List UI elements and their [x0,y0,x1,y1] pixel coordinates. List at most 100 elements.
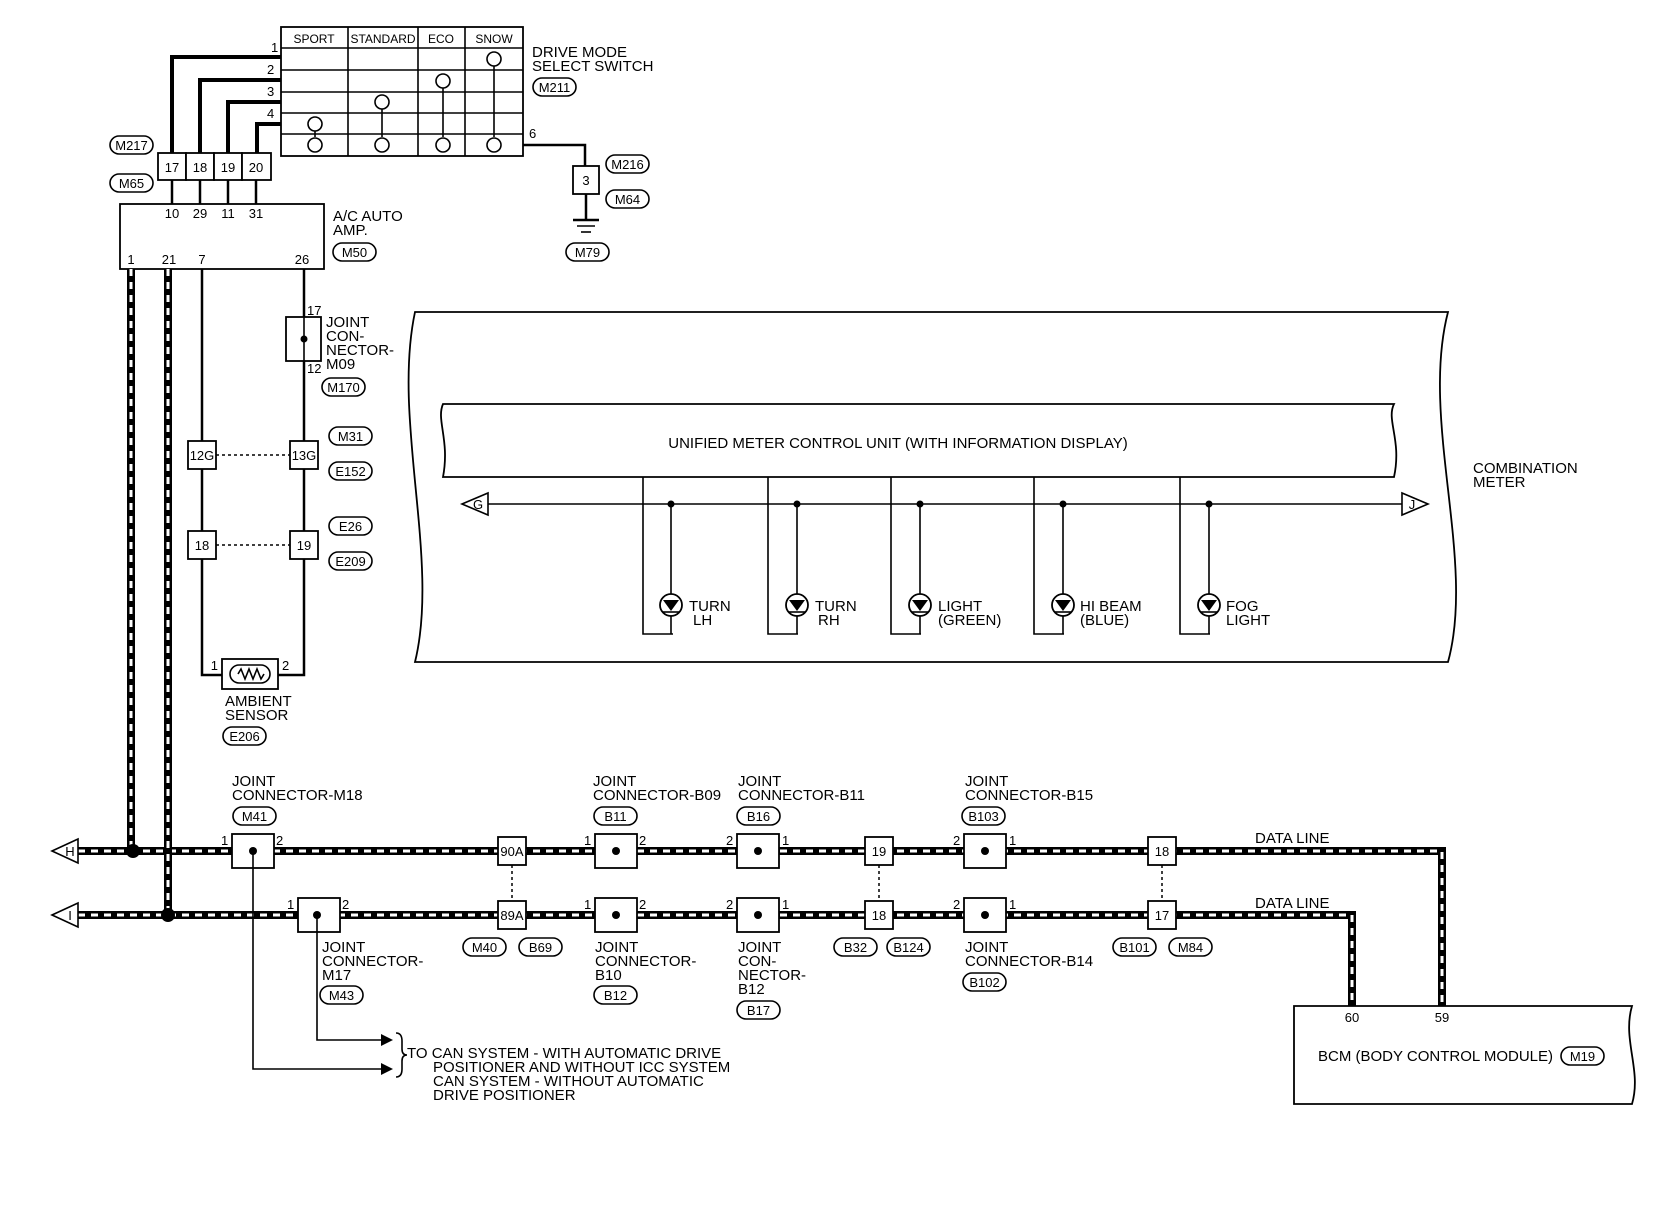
svg-text:2: 2 [726,833,733,848]
joint-connector-m17: 1 2 JOINT CONNECTOR- M17 M43 [287,897,423,1005]
svg-text:2: 2 [276,833,283,848]
connector-badge-m50 [332,242,377,262]
switch-pin-1: 1 [271,40,278,55]
svg-text:TURN: TURN [689,598,731,615]
svg-text:10: 10 [165,206,179,221]
connector-badge-m31 [328,426,373,446]
svg-text:(BLUE): (BLUE) [1080,612,1129,629]
connector-badge-m170 [321,377,366,397]
svg-text:CONNECTOR-B15: CONNECTOR-B15 [965,787,1093,804]
svg-text:19: 19 [221,160,235,175]
svg-text:B10: B10 [595,967,622,984]
svg-text:E206: E206 [229,729,259,744]
svg-text:31: 31 [249,206,263,221]
svg-text:2: 2 [953,833,960,848]
svg-text:UNIFIED METER CONTROL UNIT (WI: UNIFIED METER CONTROL UNIT (WITH INFORMA… [668,435,1127,452]
brace-icon [395,1032,408,1078]
connector-badge-b69 [518,937,563,957]
arrow-i-icon [50,901,79,929]
svg-text:17: 17 [1155,908,1169,923]
svg-text:1: 1 [782,897,789,912]
svg-text:M217: M217 [115,138,148,153]
svg-text:59: 59 [1435,1010,1449,1025]
svg-text:1: 1 [127,252,134,267]
svg-text:LIGHT: LIGHT [938,598,982,615]
connector-badge-b17 [736,1000,781,1020]
svg-text:RH: RH [818,612,840,629]
ground-connector: 3 M216 M64 M79 [565,154,650,262]
svg-text:B32: B32 [844,940,867,955]
svg-text:M40: M40 [472,940,497,955]
switch-harness-wires [170,55,587,166]
svg-text:B12: B12 [738,981,765,998]
ac-auto-amp: 10 29 11 31 1 21 7 26 A/C AUTO AMP. M50 [119,203,403,270]
svg-text:DRIVE POSITIONER: DRIVE POSITIONER [433,1087,576,1104]
svg-text:AMP.: AMP. [333,222,368,239]
switch-pin-3: 3 [267,84,274,99]
svg-text:18: 18 [193,160,207,175]
svg-text:B16: B16 [747,809,770,824]
connector-badge-m79 [565,242,610,262]
svg-text:1: 1 [1009,897,1016,912]
ambient-sensor [221,658,279,690]
switch-col-standard: STANDARD [350,32,415,46]
lamp-turn-rh: TURN RH [767,477,857,635]
svg-text:NECTOR-: NECTOR- [326,342,394,359]
inline-13g [289,440,319,470]
lamp-hi-beam-blue: HI BEAM (BLUE) [1033,477,1142,635]
svg-text:NECTOR-: NECTOR- [738,967,806,984]
svg-text:18: 18 [1155,844,1169,859]
svg-text:1: 1 [584,897,591,912]
arrow-h-icon [50,837,79,865]
svg-text:26: 26 [295,252,309,267]
svg-text:CONNECTOR-B14: CONNECTOR-B14 [965,953,1093,970]
svg-text:JOINT: JOINT [232,773,275,790]
switch-title-line1: DRIVE MODE [532,44,627,61]
svg-text:H: H [65,844,74,859]
svg-text:29: 29 [193,206,207,221]
joint-connector-b09: 1 2 JOINT CONNECTOR-B09 B11 [584,773,721,869]
switch-pin-2: 2 [267,62,274,77]
svg-text:2: 2 [726,897,733,912]
inline-18 [187,530,217,560]
arrow-j-icon [1401,491,1431,517]
svg-text:18: 18 [872,908,886,923]
svg-text:JOINT: JOINT [595,939,638,956]
svg-text:TO CAN SYSTEM - WITH AUTOMATIC: TO CAN SYSTEM - WITH AUTOMATIC DRIVE [407,1045,721,1062]
joint-connector-m18: 1 2 JOINT CONNECTOR-M18 M41 [221,773,363,869]
connector-badge-e152 [328,461,373,481]
svg-text:60: 60 [1345,1010,1359,1025]
svg-text:B11: B11 [604,809,626,824]
connector-badge-b32 [833,937,878,957]
svg-text:E26: E26 [339,519,362,534]
harness-connector-m217: 17 18 19 20 M217 M65 [109,135,272,193]
svg-text:M31: M31 [338,429,363,444]
svg-text:A/C AUTO: A/C AUTO [333,208,403,225]
switch-pin-4: 4 [267,106,274,121]
combination-meter: UNIFIED METER CONTROL UNIT (WITH INFORMA… [407,311,1578,663]
svg-text:7: 7 [198,252,205,267]
svg-text:JOINT: JOINT [593,773,636,790]
connector-badge-m19 [1560,1046,1605,1066]
drive-mode-select-switch: SPORT STANDARD ECO SNOW 1 2 3 4 6 DRIVE … [267,26,653,157]
svg-text:CAN SYSTEM - WITHOUT AUTOMATIC: CAN SYSTEM - WITHOUT AUTOMATIC [433,1073,704,1090]
switch-title-line2: SELECT SWITCH [532,58,653,75]
svg-text:2: 2 [342,897,349,912]
svg-text:B17: B17 [747,1003,770,1018]
svg-text:M09: M09 [326,356,355,373]
svg-text:B102: B102 [969,975,999,990]
svg-text:POSITIONER AND WITHOUT ICC SYS: POSITIONER AND WITHOUT ICC SYSTEM [433,1059,730,1076]
svg-text:90A: 90A [500,844,523,859]
lamp-fog-light: FOG LIGHT [1179,477,1270,635]
svg-text:M64: M64 [615,192,640,207]
joint-connector-b11: 2 1 JOINT CONNECTOR-B11 B16 [726,773,865,869]
svg-text:M84: M84 [1178,940,1203,955]
arrow-g-icon [459,491,489,517]
svg-text:FOG: FOG [1226,598,1259,615]
svg-text:LH: LH [693,612,712,629]
svg-text:12G: 12G [190,448,215,463]
svg-text:M19: M19 [1570,1049,1595,1064]
switch-contacts [307,51,502,153]
switch-col-snow: SNOW [475,32,513,46]
